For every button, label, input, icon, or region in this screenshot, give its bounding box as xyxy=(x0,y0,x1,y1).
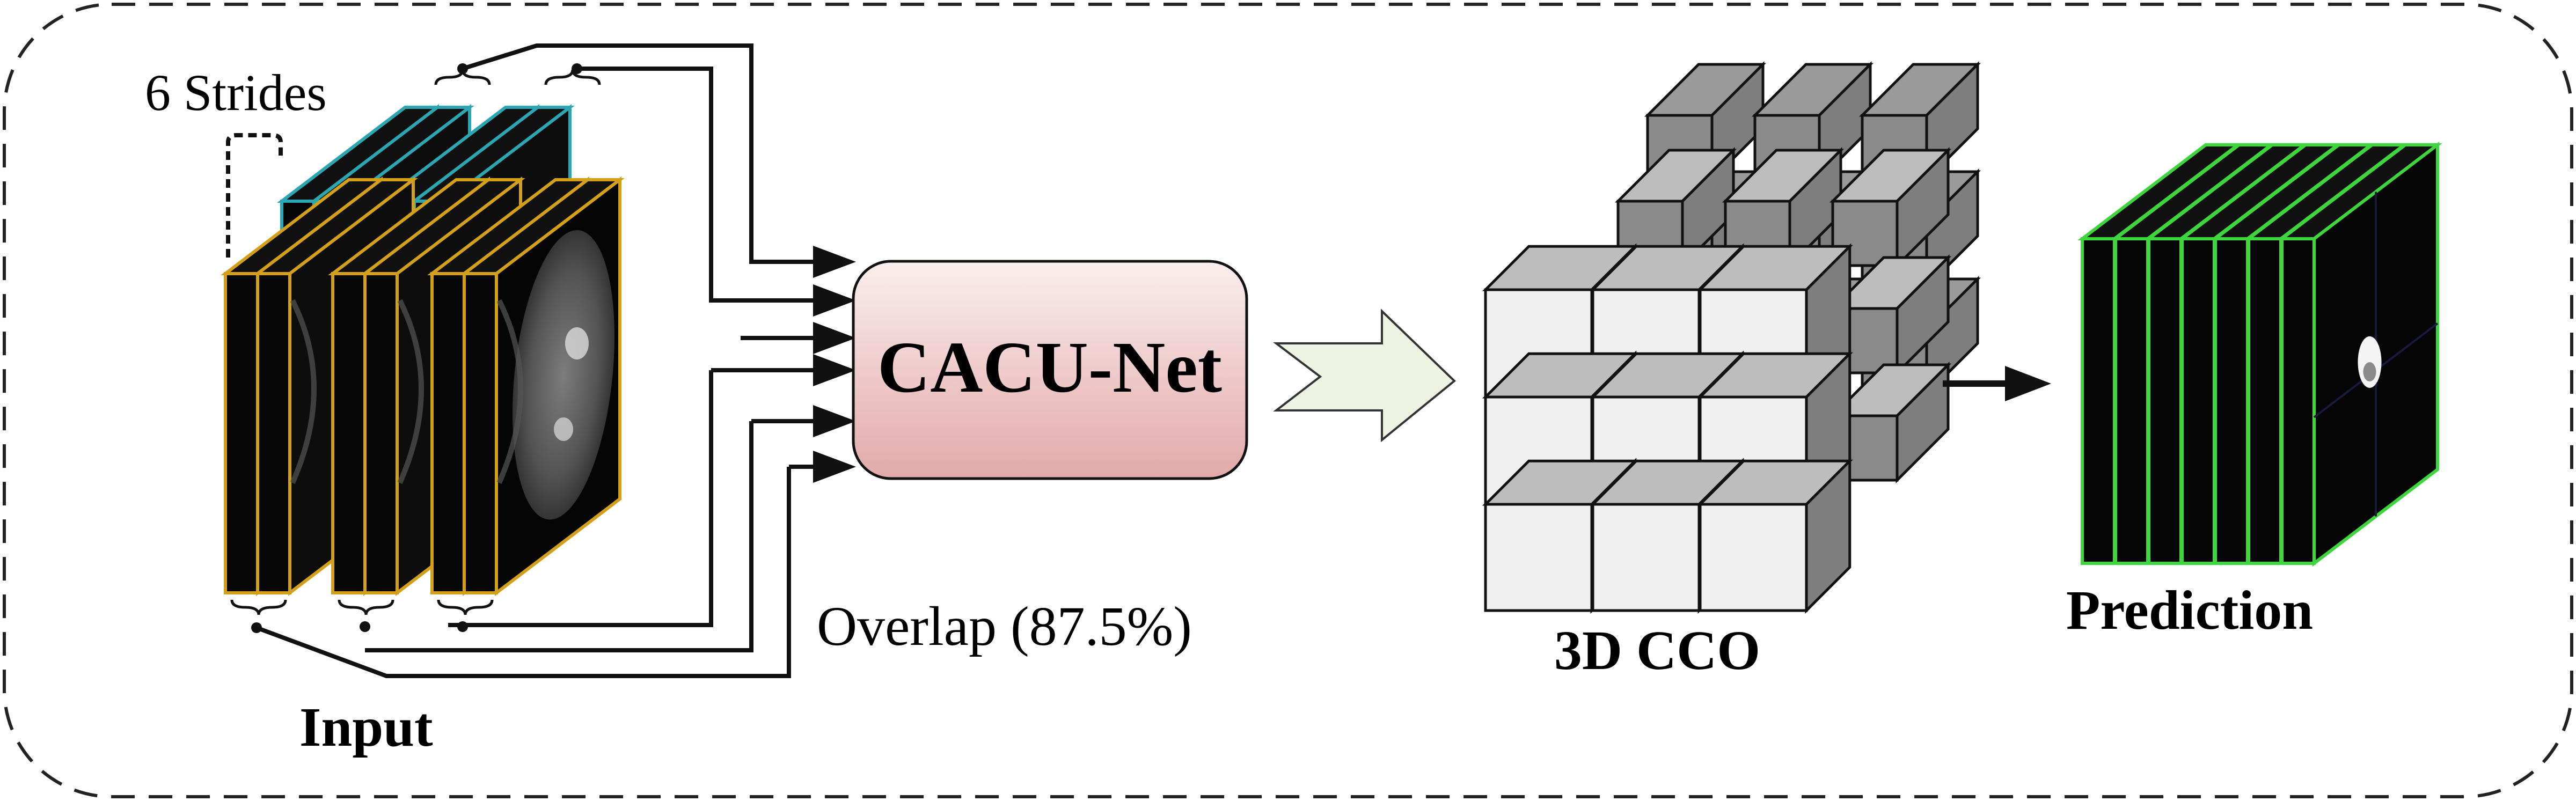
brace-dot xyxy=(572,63,582,74)
cube-middle xyxy=(1829,146,1952,269)
cacu-net-block: CACU-Net xyxy=(852,260,1248,480)
connector-line xyxy=(577,67,825,303)
strides-label: 6 Strides xyxy=(145,64,327,121)
ct-slice xyxy=(363,272,399,594)
connector-line xyxy=(365,421,753,652)
connector-line xyxy=(448,370,713,627)
input-slice-stacks xyxy=(221,69,625,615)
prediction-mask-image xyxy=(2312,141,2439,567)
arrowhead xyxy=(813,284,856,317)
curly-brace xyxy=(338,599,394,615)
ct-slice xyxy=(224,272,259,594)
ct-slice xyxy=(463,272,498,594)
prediction-slice xyxy=(2111,143,2276,565)
connector-line xyxy=(462,43,825,264)
input-connector-lines xyxy=(251,43,825,678)
ct-slice xyxy=(256,272,291,594)
overlap-label: Overlap (87.5%) xyxy=(817,596,1192,657)
prediction-slice xyxy=(2244,143,2409,565)
prediction-slice xyxy=(2077,143,2243,565)
arrowhead xyxy=(813,322,856,354)
arrowhead xyxy=(813,405,856,437)
connector-line xyxy=(255,467,791,678)
prediction-slice xyxy=(2211,143,2376,565)
brace-dot xyxy=(360,621,370,632)
outline-chevron-arrow-icon xyxy=(1273,308,1457,443)
brace-dot xyxy=(251,622,262,633)
ct-slice xyxy=(331,272,367,594)
curly-brace xyxy=(230,599,287,615)
prediction-label: Prediction xyxy=(2066,579,2313,641)
brace-dot xyxy=(457,63,468,74)
curly-brace xyxy=(544,69,601,85)
brace-dot xyxy=(457,621,468,632)
cco-label: 3D CCO xyxy=(1554,620,1760,681)
stride-bracket xyxy=(226,133,283,258)
arrowhead xyxy=(813,451,856,483)
network-label: CACU-Net xyxy=(877,327,1222,408)
prediction-slice-stack xyxy=(2077,141,2442,567)
outer-dashed-frame xyxy=(3,3,2573,798)
cube-front xyxy=(1696,458,1853,614)
ct-abdomen-image xyxy=(495,176,621,597)
arrowhead xyxy=(813,246,856,278)
prediction-slice xyxy=(2144,143,2309,565)
arrowhead xyxy=(813,354,856,386)
input-label: Input xyxy=(299,696,433,758)
input-arrowheads xyxy=(813,246,856,483)
cco-cube-grid xyxy=(1482,61,1981,614)
black-right-arrow-icon xyxy=(1943,366,2051,401)
curly-brace xyxy=(437,599,494,615)
ct-slice xyxy=(430,272,466,594)
